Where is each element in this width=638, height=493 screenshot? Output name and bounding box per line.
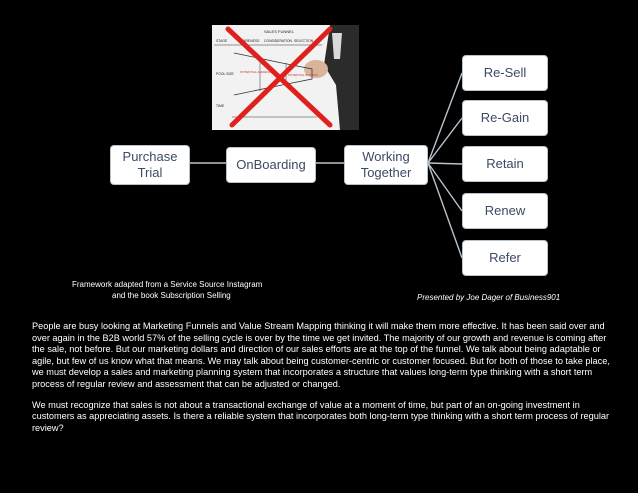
connector-working-refer (427, 162, 463, 259)
resell-box: Re-Sell (462, 55, 548, 91)
caption-line-1: Framework adapted from a Service Source … (72, 280, 263, 289)
funnel-stage-selection: SELECTION (294, 39, 314, 43)
purchase-trial-box: Purchase Trial (110, 145, 190, 185)
funnel-stage-label: STAGE (216, 39, 228, 43)
regain-box: Re-Gain (462, 100, 548, 136)
connector-working-retain (427, 162, 463, 165)
connector-working-resell (427, 72, 463, 164)
trial-label: Trial (137, 165, 163, 180)
presenter-credit: Presented by Joe Dager of Business901 (417, 293, 561, 302)
renew-box: Renew (462, 193, 548, 229)
regain-label: Re-Gain (480, 110, 530, 125)
funnel-stage-awareness: AWARENESS (238, 39, 260, 43)
funnel-row-time: TIME (216, 104, 225, 108)
connector-working-renew (427, 162, 463, 212)
together-label: Together (360, 165, 412, 180)
funnel-title: SALES FUNNEL (264, 29, 295, 34)
article-body: People are busy looking at Marketing Fun… (32, 321, 612, 443)
cross-stroke-2 (229, 26, 333, 128)
funnel-sketch: SALES FUNNEL STAGE AWARENESS CONSIDERATI… (212, 25, 359, 130)
renew-label: Renew (484, 203, 526, 218)
onboarding-label: OnBoarding (236, 157, 306, 172)
resell-label: Re-Sell (483, 65, 527, 80)
onboarding-box: OnBoarding (226, 147, 316, 183)
crossed-out-funnel-image: SALES FUNNEL STAGE AWARENESS CONSIDERATI… (212, 25, 359, 130)
retain-label: Retain (486, 156, 524, 171)
working-label: Working (362, 149, 410, 164)
framework-slide: SALES FUNNEL STAGE AWARENESS CONSIDERATI… (72, 25, 561, 302)
paragraph-1: People are busy looking at Marketing Fun… (32, 321, 610, 389)
funnel-row-pool-size: POOL SIZE (216, 72, 235, 76)
retain-box: Retain (462, 146, 548, 182)
paragraph-2: We must recognize that sales is not abou… (32, 399, 610, 433)
refer-box: Refer (462, 240, 548, 276)
funnel-stage-consideration: CONSIDERATION (264, 39, 293, 43)
funnel-label-buyers: POTENTIAL BUYERS (288, 73, 318, 77)
diagram-connectors (190, 72, 463, 259)
refer-label: Refer (489, 250, 521, 265)
funnel-label-audience: POTENTIAL AUDIENCE (240, 70, 273, 74)
caption-line-2: and the book Subscription Selling (112, 291, 231, 300)
purchase-label: Purchase (122, 149, 178, 164)
working-together-box: Working Together (344, 145, 428, 185)
connector-working-regain (427, 117, 463, 164)
framework-caption: Framework adapted from a Service Source … (72, 279, 332, 301)
